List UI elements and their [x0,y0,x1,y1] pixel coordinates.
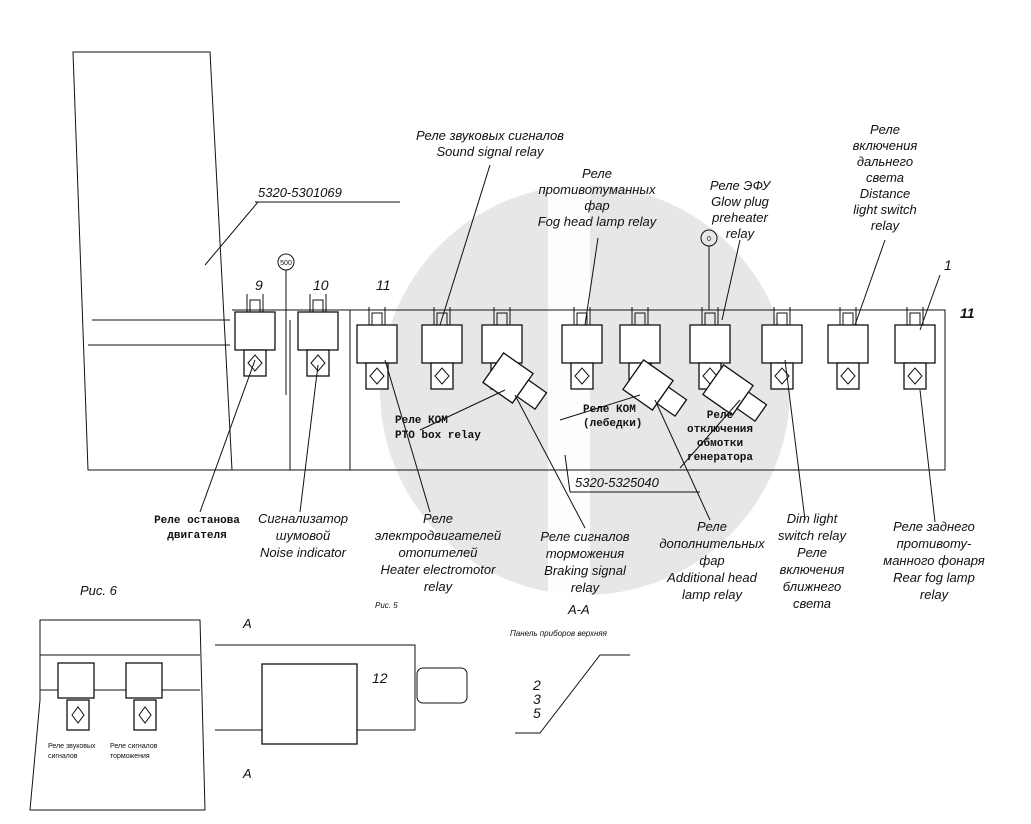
label-additional: Реле [697,519,727,534]
label-engine-stop: двигателя [167,530,226,542]
label-heater: электродвигателей [375,528,501,543]
label-distance: Реле [870,122,900,137]
callout-5: 5 [533,705,541,721]
label-glow: preheater [711,210,768,225]
part-number-bottom: 5320-5325040 [575,475,660,490]
label-dim: Dim light [787,511,839,526]
label-noise: шумовой [276,528,330,543]
callout-11-right: 11 [960,305,975,321]
label-pto-winch: Реле КОМ [583,404,636,416]
label-fog: Реле [582,166,612,181]
label-heater: отопителей [399,545,478,560]
label-engine-stop: Реле останова [154,515,240,527]
relay [561,307,603,390]
label-glow: Glow plug [711,194,770,209]
label-braking: Реле сигналов [540,529,629,544]
label-distance: relay [871,218,901,233]
label-distance: Distance [860,186,911,201]
relay [894,307,936,390]
label-sound: Sound signal relay [437,144,545,159]
label-additional: Additional head [666,570,757,585]
callout-2: 2 [532,677,541,693]
inset-braking-label: торможения [110,753,150,760]
label-additional: lamp relay [682,587,743,602]
label-fog: Fog head lamp relay [538,214,658,229]
label-rear-fog: Реле заднего [893,519,975,534]
relay [297,294,339,377]
label-heater: relay [424,579,454,594]
label-pto: Реле КОМ [395,415,448,427]
fig6-title: Рис. 6 [80,583,118,598]
callout-12: 12 [372,670,388,686]
label-additional: фар [699,553,724,568]
label-glow: relay [726,226,756,241]
label-braking: relay [571,580,601,595]
label-noise: Сигнализатор [258,511,348,526]
label-braking: Braking signal [544,563,627,578]
panel-label: Панель приборов верхняя [510,629,608,638]
angled-relay [702,364,768,423]
label-dim: switch relay [778,528,847,543]
callout-11: 11 [376,277,391,293]
label-pto: PTO box relay [395,430,481,442]
callout-9: 9 [255,277,263,293]
relay-panel [232,309,946,471]
angled-relay [482,352,548,411]
label-dim: ближнего [783,579,841,594]
label-fog: фар [584,198,609,213]
relay [761,307,803,390]
callout-3: 3 [533,691,541,707]
section-mark-top: А [242,616,252,631]
label-dim: Реле [797,545,827,560]
relay [421,307,463,390]
label-rear-fog: Rear fog lamp [893,570,975,585]
label-distance: light switch [853,202,917,217]
label-rear-fog: манного фонаря [883,553,984,568]
angled-relay [622,359,688,418]
label-heater: Heater electromotor [381,562,497,577]
label-glow: Реле ЭФУ [710,178,772,193]
label-noise: Noise indicator [260,545,347,560]
label-dim: включения [780,562,845,577]
label-generator: генератора [687,452,753,464]
fig5-title: Рис. 5 [375,601,398,610]
label-distance: света [866,170,904,185]
fig5-relay-block [261,663,358,745]
label-braking: торможения [546,546,624,561]
callout-1: 1 [944,257,952,273]
label-additional: дополнительных [659,536,765,551]
label-generator: Реле [707,410,734,422]
inset-sound-label: сигналов [48,753,78,760]
label-distance: включения [853,138,918,153]
label-distance: дальнего [857,154,913,169]
relay [234,294,276,377]
inset-sound-label: Реле звуковых [48,743,96,750]
callout-0: 0 [707,236,711,243]
fig6-inset [29,619,206,811]
relay-row [234,294,936,423]
callout-10: 10 [313,277,329,293]
label-dim: света [793,596,831,611]
label-rear-fog: противоту- [897,536,972,551]
relay [827,307,869,390]
label-sound: Реле звуковых сигналов [416,128,564,143]
label-fog: противотуманных [539,182,656,197]
section-mark-bottom: А [242,766,252,781]
label-generator: отключения [687,424,753,436]
inset-braking-label: Реле сигналов [110,743,158,750]
label-generator: обмотки [697,437,743,450]
callout-500: 500 [280,260,292,267]
label-heater: Реле [423,511,453,526]
label-pto-winch: (лебедки) [583,417,642,430]
relay [356,307,398,390]
label-rear-fog: relay [920,587,950,602]
section-title: А-А [567,602,590,617]
part-number-top: 5320-5301069 [258,185,342,200]
